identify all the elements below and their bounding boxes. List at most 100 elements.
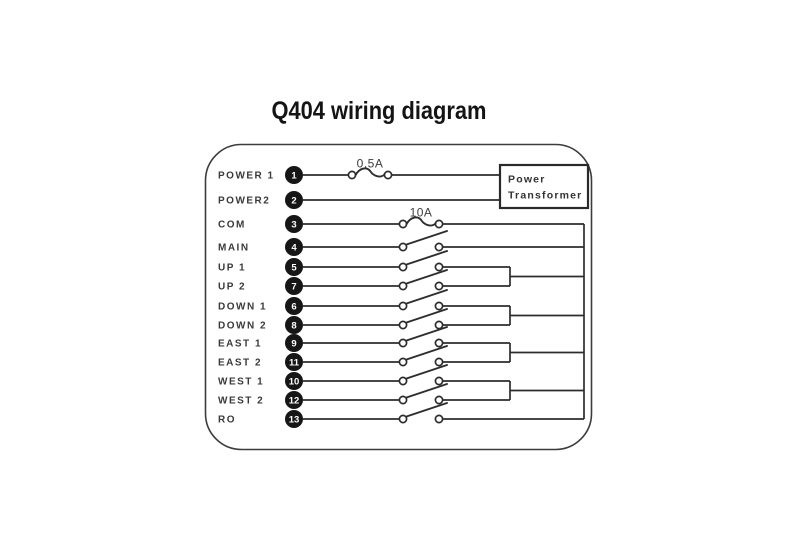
terminal-circle: [285, 297, 303, 315]
switch-contact: [398, 357, 408, 367]
switch-blade: [405, 269, 448, 285]
switch-symbol: [398, 383, 448, 405]
terminal-circle: [285, 191, 303, 209]
switch-blade: [405, 289, 448, 305]
row-down2: DOWN 2 8: [218, 308, 510, 334]
switch-contact: [434, 414, 444, 424]
terminal-circle: [285, 391, 303, 409]
fuse-element: [405, 216, 437, 227]
fuse-symbol: 10A: [398, 206, 444, 229]
row-east2: EAST 2 11: [218, 345, 510, 371]
switch-blade: [405, 402, 448, 418]
power-transformer-outline: [498, 163, 590, 210]
switch-contact: [398, 281, 408, 291]
terminal-number: 9: [291, 338, 296, 349]
fuse-contact: [347, 170, 357, 180]
row-label: DOWN 1: [218, 302, 267, 313]
switch-contact: [434, 301, 444, 311]
row-down1: DOWN 1 6: [218, 289, 510, 315]
switch-blade: [405, 326, 448, 342]
switch-contact: [398, 320, 408, 330]
switch-symbol: [398, 250, 448, 272]
terminal-number: 5: [291, 262, 297, 273]
switch-symbol: [398, 345, 448, 367]
switch-contact: [398, 376, 408, 386]
terminal-circle: [285, 166, 303, 184]
switch-symbol: [398, 326, 448, 348]
terminal-circle: [285, 238, 303, 256]
row-com: COM 3 10A: [218, 206, 584, 233]
terminal-number: 8: [291, 320, 296, 331]
terminal-number: 13: [289, 414, 300, 425]
terminal-circle: [285, 372, 303, 390]
terminal-number: 11: [289, 357, 300, 368]
terminal-circle: [285, 334, 303, 352]
fuse-rating-label: 0.5A: [357, 157, 384, 171]
page-title: Q404 wiring diagram: [272, 97, 487, 125]
enclosure-outline: [204, 143, 593, 451]
row-west2: WEST 2 12: [218, 383, 510, 409]
row-label: UP 2: [218, 282, 246, 293]
terminal-circle: [285, 277, 303, 295]
terminal-number: 3: [291, 219, 296, 230]
row-label: POWER2: [218, 196, 270, 207]
switch-blade: [405, 364, 448, 380]
row-ro: RO 13: [218, 402, 584, 428]
fuse-rating-label: 10A: [410, 206, 433, 220]
switch-symbol: [398, 269, 448, 291]
fuse-contact: [398, 219, 408, 229]
row-label: UP 1: [218, 263, 246, 274]
switch-blade: [405, 345, 448, 361]
fuse-element: [354, 167, 386, 178]
switch-symbol: [398, 230, 448, 252]
switch-contact: [434, 376, 444, 386]
row-label: DOWN 2: [218, 321, 267, 332]
switch-contact: [398, 395, 408, 405]
row-label: EAST 2: [218, 358, 262, 369]
switch-contact: [398, 242, 408, 252]
switch-symbol: [398, 289, 448, 311]
up-pair-junction-wire: [509, 267, 584, 286]
switch-blade: [405, 383, 448, 399]
terminal-circle: [285, 353, 303, 371]
switch-contact: [434, 395, 444, 405]
terminal-number: 12: [289, 395, 300, 406]
east-pair-junction-wire: [509, 343, 584, 362]
switch-blade: [405, 308, 448, 324]
terminal-circle: [285, 258, 303, 276]
row-label: RO: [218, 415, 236, 426]
switch-symbol: [398, 308, 448, 330]
switch-contact: [434, 338, 444, 348]
fuse-symbol: 0.5A: [347, 157, 393, 180]
switch-contact: [398, 414, 408, 424]
row-main: MAIN 4: [218, 230, 584, 256]
fuse-contact: [383, 170, 393, 180]
terminal-number: 7: [291, 281, 296, 292]
row-label: WEST 2: [218, 396, 264, 407]
terminal-number: 4: [291, 242, 297, 253]
terminal-number: 2: [291, 195, 296, 206]
terminal-circle: [285, 215, 303, 233]
row-west1: WEST 1 10: [218, 364, 510, 390]
row-label: WEST 1: [218, 377, 264, 388]
terminal-number: 10: [289, 376, 300, 387]
row-label: MAIN: [218, 243, 250, 254]
switch-blade: [405, 250, 448, 266]
power-transformer-label-line1: Power: [508, 174, 546, 186]
fuse-contact: [434, 219, 444, 229]
switch-symbol: [398, 402, 448, 424]
terminal-number: 1: [291, 170, 297, 181]
switch-contact: [434, 320, 444, 330]
down-pair-junction-wire: [509, 306, 584, 325]
switch-contact: [434, 281, 444, 291]
row-up2: UP 2 7: [218, 269, 510, 295]
switch-contact: [434, 262, 444, 272]
switch-contact: [398, 338, 408, 348]
terminal-circle: [285, 316, 303, 334]
terminal-circle: [285, 410, 303, 428]
row-east1: EAST 1 9: [218, 326, 510, 352]
west-pair-junction-wire: [509, 381, 584, 400]
row-up1: UP 1 5: [218, 250, 510, 276]
power-transformer-box: Power Transformer: [498, 163, 590, 210]
